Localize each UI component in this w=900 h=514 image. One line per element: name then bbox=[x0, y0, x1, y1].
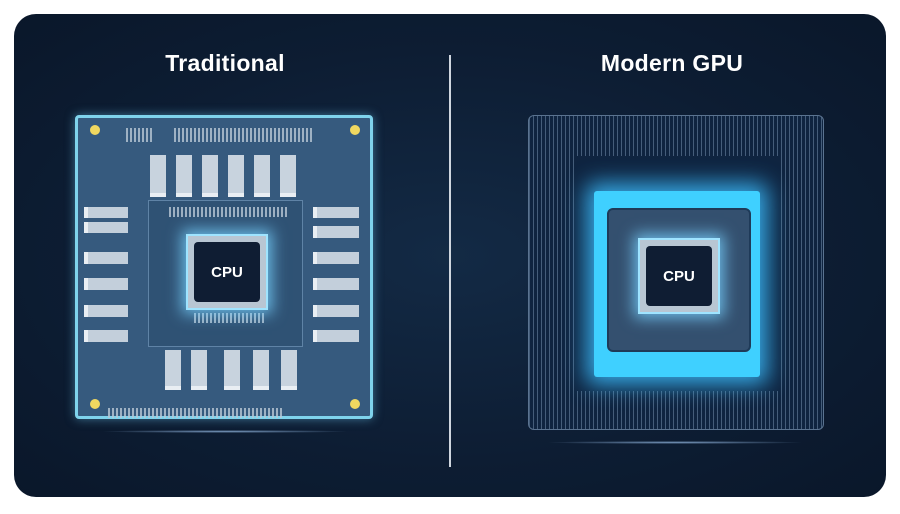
connector bbox=[313, 330, 359, 342]
mount-dot bbox=[90, 399, 100, 409]
pad-array bbox=[108, 408, 283, 418]
connector bbox=[84, 278, 128, 290]
memory-chip bbox=[253, 350, 269, 390]
connector bbox=[84, 305, 128, 317]
memory-chip bbox=[280, 155, 296, 197]
divider bbox=[449, 55, 451, 467]
memory-chip bbox=[281, 350, 297, 390]
connector bbox=[313, 226, 359, 238]
memory-chip bbox=[191, 350, 207, 390]
traditional-board: CPU bbox=[75, 115, 373, 419]
modern-gpu-title: Modern GPU bbox=[600, 50, 744, 76]
memory-chip bbox=[254, 155, 270, 197]
connector bbox=[84, 222, 128, 233]
connector bbox=[84, 330, 128, 342]
memory-chip bbox=[202, 155, 218, 197]
mount-dot bbox=[350, 125, 360, 135]
cpu-die: CPU bbox=[186, 234, 268, 310]
mount-dot bbox=[90, 125, 100, 135]
gpu-die-label: CPU bbox=[646, 246, 712, 306]
connector bbox=[313, 252, 359, 264]
gpu-package: CPU bbox=[607, 208, 751, 352]
pad-array bbox=[126, 128, 154, 142]
connector bbox=[313, 305, 359, 317]
connector bbox=[84, 252, 128, 264]
memory-chip bbox=[228, 155, 244, 197]
pad-array bbox=[169, 207, 289, 217]
traditional-title: Traditional bbox=[165, 50, 285, 76]
cpu-package: CPU bbox=[148, 200, 303, 347]
mount-dot bbox=[350, 399, 360, 409]
connector bbox=[84, 207, 128, 218]
cpu-label: CPU bbox=[194, 242, 260, 302]
reflection bbox=[100, 430, 350, 433]
memory-chip bbox=[165, 350, 181, 390]
memory-chip bbox=[150, 155, 166, 197]
pad-array bbox=[194, 313, 264, 323]
reflection bbox=[545, 441, 805, 444]
pad-array bbox=[174, 128, 314, 142]
gpu-die: CPU bbox=[638, 238, 720, 314]
connector bbox=[313, 207, 359, 218]
modern-gpu-board: CPU bbox=[528, 115, 824, 430]
memory-chip bbox=[224, 350, 240, 390]
memory-chip bbox=[176, 155, 192, 197]
connector bbox=[313, 278, 359, 290]
